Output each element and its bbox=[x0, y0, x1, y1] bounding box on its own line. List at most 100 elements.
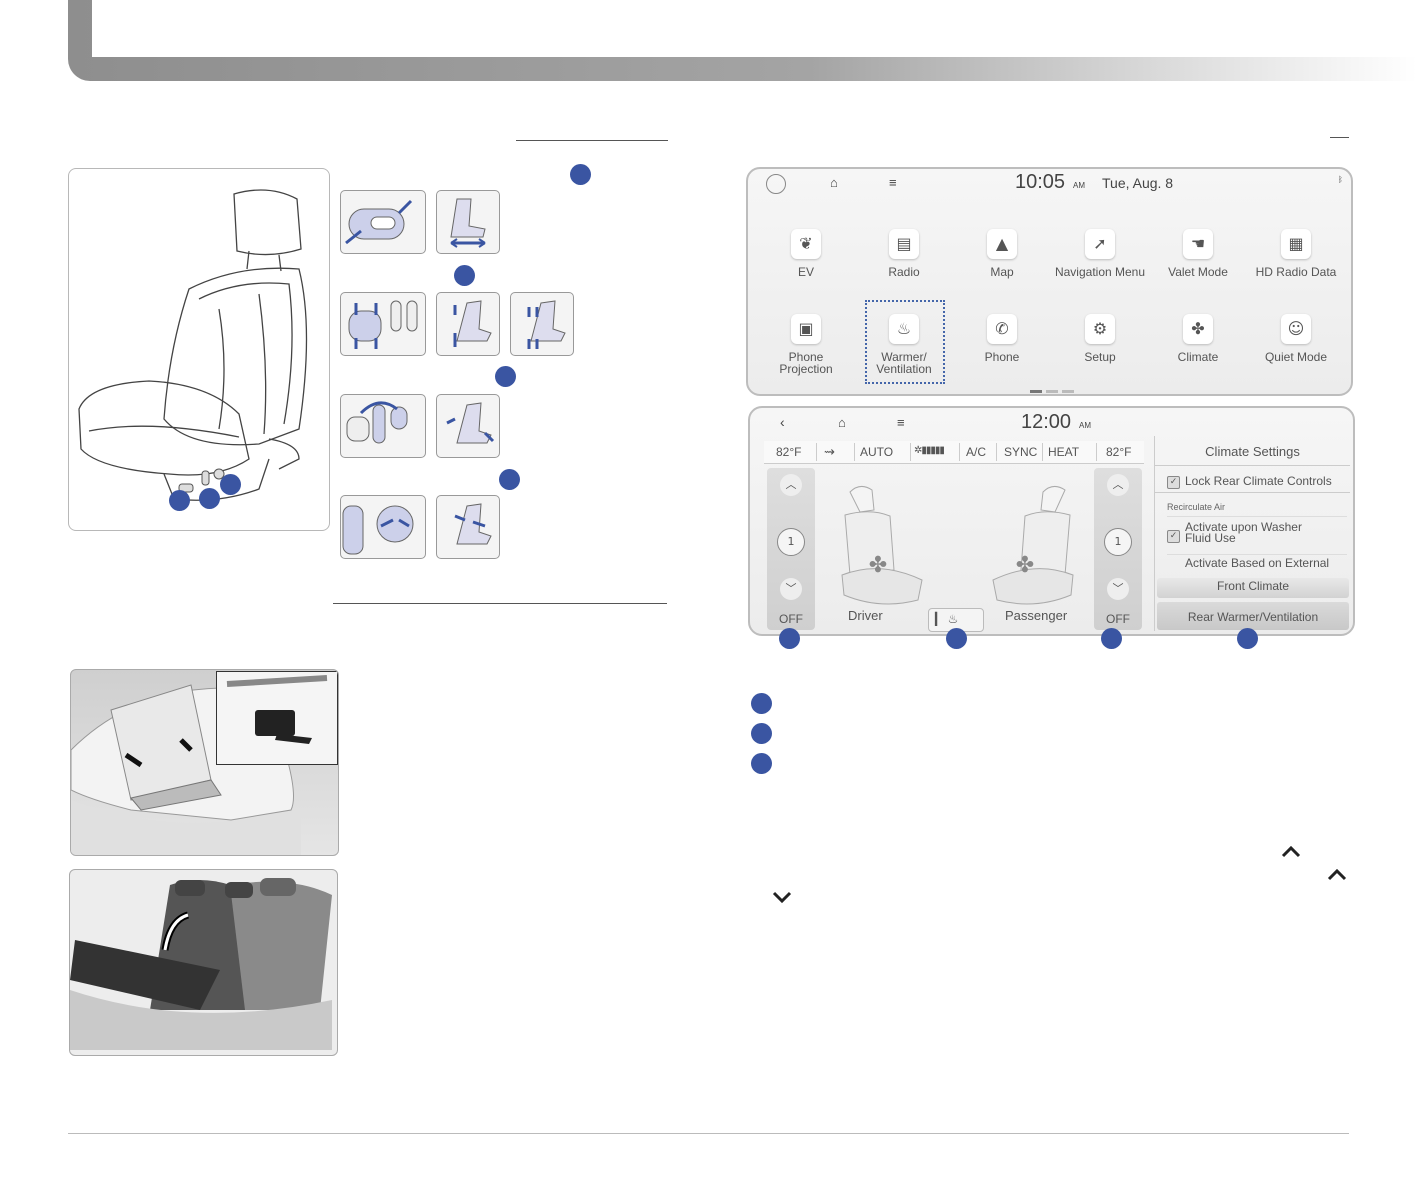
seat-recline-diagram-thumb bbox=[436, 394, 500, 458]
phone-projection-icon[interactable]: ▣ bbox=[791, 314, 821, 344]
app-label[interactable]: Phone bbox=[984, 350, 1020, 364]
phone-icon[interactable]: ✆ bbox=[987, 314, 1017, 344]
svg-text:✤: ✤ bbox=[869, 553, 887, 578]
divider bbox=[1167, 516, 1347, 517]
chevron-down-icon[interactable]: ﹀ bbox=[780, 578, 802, 600]
fan-icon[interactable]: ✤ bbox=[1183, 314, 1213, 344]
app-label[interactable]: Warmer/ Ventilation bbox=[876, 350, 932, 376]
rear-warmer-label: Rear Warmer/Ventilation bbox=[1187, 610, 1319, 624]
seat-warmer-icon[interactable]: ♨ bbox=[889, 314, 919, 344]
home-icon[interactable]: ⌂ bbox=[830, 175, 838, 190]
app-label[interactable]: Climate bbox=[1177, 350, 1219, 364]
clock-ampm: AM bbox=[1073, 181, 1085, 190]
app-label[interactable]: Phone Projection bbox=[779, 350, 833, 376]
seat-lumbar-diagram-thumb bbox=[436, 495, 500, 559]
ac-label[interactable]: A/C bbox=[966, 445, 987, 459]
passenger-level[interactable]: 1 bbox=[1104, 528, 1132, 556]
callout-badge bbox=[779, 628, 800, 649]
page-indicator bbox=[1046, 390, 1058, 393]
callout-badge bbox=[454, 265, 475, 286]
external-label[interactable]: Activate Based on External bbox=[1185, 556, 1330, 570]
app-label[interactable]: Radio bbox=[888, 265, 920, 279]
driver-seat-image: ✤ bbox=[841, 486, 923, 605]
passenger-seat-level-column: ︿ 1 ﹀ OFF bbox=[1094, 468, 1142, 630]
app-label[interactable]: Valet Mode bbox=[1168, 265, 1228, 279]
passenger-off-label[interactable]: OFF bbox=[1106, 612, 1130, 626]
list-badge bbox=[751, 693, 772, 714]
chevron-up-icon bbox=[1327, 868, 1347, 881]
washer-checkbox[interactable]: ✓ bbox=[1167, 530, 1180, 543]
auto-label[interactable]: AUTO bbox=[860, 445, 894, 459]
navigation-icon[interactable]: ➚ bbox=[1085, 229, 1115, 259]
chevron-up-icon bbox=[1281, 845, 1301, 858]
back-icon[interactable]: ‹ bbox=[780, 414, 785, 430]
infotainment-home-screen: ⌂ ≡ 10:05 AM Tue, Aug. 8 ᛒ ❦EV▤Radio▲Map… bbox=[746, 167, 1353, 396]
seat-switch-recline-thumb bbox=[340, 394, 426, 458]
date-text: Tue, Aug. 8 bbox=[1102, 175, 1174, 191]
app-label[interactable]: Map bbox=[990, 265, 1014, 279]
fan-speed-icon[interactable]: ✲▮▮▮▮▮ bbox=[914, 445, 945, 456]
chevron-up-icon[interactable]: ︿ bbox=[1107, 474, 1129, 496]
driver-level[interactable]: 1 bbox=[777, 528, 805, 556]
front-climate-label: Front Climate bbox=[1216, 579, 1290, 593]
callout-badge bbox=[946, 628, 967, 649]
hd-radio-icon[interactable]: ▦ bbox=[1281, 229, 1311, 259]
quiet-mode-icon[interactable]: ☺ bbox=[1281, 314, 1311, 344]
divider bbox=[1042, 443, 1043, 461]
heat-label[interactable]: HEAT bbox=[1048, 445, 1080, 459]
divider bbox=[1096, 443, 1097, 461]
app-label[interactable]: Quiet Mode bbox=[1264, 350, 1328, 364]
callout-badge bbox=[199, 488, 220, 509]
section-rule bbox=[1330, 137, 1349, 138]
lock-rear-checkbox[interactable]: ✓ bbox=[1167, 476, 1180, 489]
callout-badge bbox=[570, 164, 591, 185]
callout-badge bbox=[169, 490, 190, 511]
divider bbox=[910, 443, 911, 461]
map-arrow-icon[interactable]: ▲ bbox=[987, 229, 1017, 259]
rear-warmer-tab[interactable]: Rear Warmer/Ventilation bbox=[1157, 602, 1349, 630]
callout-badge bbox=[1101, 628, 1122, 649]
ev-leaf-icon[interactable]: ❦ bbox=[791, 229, 821, 259]
valet-icon[interactable]: ☚ bbox=[1183, 229, 1213, 259]
home-icon[interactable]: ⌂ bbox=[838, 415, 846, 430]
header-white-overlay bbox=[92, 0, 1417, 57]
driver-temp[interactable]: 82°F bbox=[776, 445, 802, 459]
app-label[interactable]: Setup bbox=[1084, 350, 1116, 364]
airflow-mode-icon[interactable]: ⇝ bbox=[824, 444, 835, 459]
seat-illustration-panel bbox=[68, 168, 330, 531]
passenger-temp[interactable]: 82°F bbox=[1106, 445, 1132, 459]
chevron-down-icon[interactable]: ﹀ bbox=[1107, 578, 1129, 600]
lock-rear-label[interactable]: Lock Rear Climate Controls bbox=[1185, 474, 1332, 488]
seat-switch-slide-thumb bbox=[340, 190, 426, 254]
washer-label[interactable]: Activate upon Washer Fluid Use bbox=[1185, 521, 1302, 544]
divider bbox=[1155, 465, 1350, 466]
menu-icon[interactable]: ≡ bbox=[889, 175, 897, 190]
app-label[interactable]: Navigation Menu bbox=[1054, 265, 1146, 279]
menu-icon[interactable]: ≡ bbox=[897, 415, 905, 430]
svg-text:✤: ✤ bbox=[1016, 553, 1034, 578]
clock-ampm: AM bbox=[1079, 421, 1091, 430]
clock-time: 12:00 bbox=[1021, 411, 1072, 433]
driver-off-label[interactable]: OFF bbox=[779, 612, 803, 626]
trunk-photo bbox=[70, 669, 339, 856]
divider bbox=[996, 443, 997, 461]
climate-settings-panel: Climate Settings ✓ Lock Rear Climate Con… bbox=[1154, 436, 1350, 631]
profile-icon[interactable] bbox=[766, 174, 786, 194]
gear-icon[interactable]: ⚙ bbox=[1085, 314, 1115, 344]
settings-title: Climate Settings bbox=[1205, 444, 1300, 459]
page-indicator bbox=[1062, 390, 1074, 393]
chevron-up-icon[interactable]: ︿ bbox=[780, 474, 802, 496]
steering-heat-button[interactable]: ▎ ♨ bbox=[928, 608, 984, 632]
divider bbox=[959, 443, 960, 461]
seat-slide-diagram-thumb bbox=[436, 190, 500, 254]
passenger-label: Passenger bbox=[1005, 608, 1068, 623]
seat-switch-lumbar-thumb bbox=[340, 495, 426, 559]
sync-label[interactable]: SYNC bbox=[1004, 445, 1038, 459]
clock-time: 10:05 bbox=[1015, 171, 1066, 193]
front-climate-tab[interactable]: Front Climate bbox=[1157, 578, 1349, 598]
app-label[interactable]: HD Radio Data bbox=[1255, 265, 1337, 279]
app-label[interactable]: EV bbox=[797, 265, 814, 279]
power-seat-illustration bbox=[78, 189, 308, 501]
callout-badge bbox=[499, 469, 520, 490]
radio-icon[interactable]: ▤ bbox=[889, 229, 919, 259]
